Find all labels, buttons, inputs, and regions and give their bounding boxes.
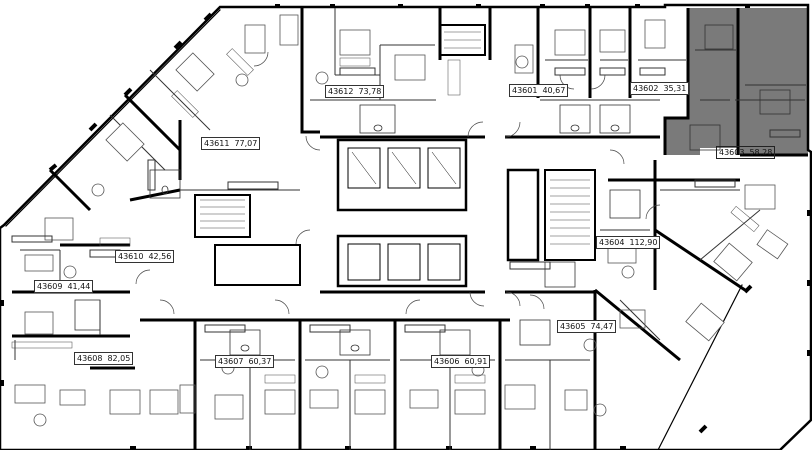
unit-label-43606[interactable]: 43606 60,91: [431, 355, 491, 368]
unit-label-43604[interactable]: 43604 112,90: [596, 236, 661, 249]
stair-treads: [200, 31, 590, 245]
unit-area: 73,78: [358, 86, 382, 96]
unit-area: 35,31: [663, 83, 687, 93]
unit-label-43603[interactable]: 43603 58,28: [716, 146, 776, 159]
bathrooms: [74, 104, 721, 356]
unit-number: 43609: [37, 281, 63, 291]
unit-number: 43608: [77, 353, 103, 363]
unit-area: 60,91: [464, 356, 488, 366]
unit-number: 43602: [633, 83, 659, 93]
furniture-beds: [24, 24, 791, 420]
unit-area: 58,28: [749, 147, 773, 157]
unit-label-43612[interactable]: 43612 73,78: [325, 85, 385, 98]
building-core: [194, 24, 596, 288]
unit-number: 43604: [599, 237, 625, 247]
unit-area: 112,90: [629, 237, 658, 247]
interior-partitions: [14, 8, 806, 450]
unit-number: 43607: [218, 356, 244, 366]
unit-label-43601[interactable]: 43601 40,67: [509, 84, 569, 97]
unit-number: 43612: [328, 86, 354, 96]
unit-number: 43611: [204, 138, 230, 148]
unit-number: 43606: [434, 356, 460, 366]
unit-label-43605[interactable]: 43605 74,47: [557, 320, 617, 333]
unit-number: 43601: [512, 85, 538, 95]
unit-label-43607[interactable]: 43607 60,37: [215, 355, 275, 368]
unit-number: 43610: [118, 251, 144, 261]
unit-label-43610[interactable]: 43610 42,56: [115, 250, 175, 263]
furniture-sofas: [14, 14, 789, 414]
unit-label-43602[interactable]: 43602 35,31: [630, 82, 690, 95]
unit-area: 40,67: [542, 85, 566, 95]
unit-label-43609[interactable]: 43609 41,44: [34, 280, 94, 293]
unit-area: 82,05: [107, 353, 131, 363]
unit-label-43611[interactable]: 43611 77,07: [201, 137, 261, 150]
unit-area: 41,44: [67, 281, 91, 291]
wardrobes: [11, 48, 760, 384]
door-swings: [135, 51, 661, 315]
unit-number: 43603: [719, 147, 745, 157]
unit-area: 42,56: [148, 251, 172, 261]
unit-label-43608[interactable]: 43608 82,05: [74, 352, 134, 365]
furniture-tables: [33, 55, 635, 427]
unit-area: 74,47: [590, 321, 614, 331]
unit-area: 77,07: [234, 138, 258, 148]
unit-area: 60,37: [248, 356, 272, 366]
kitchen-counters: [11, 67, 801, 333]
unit-number: 43605: [560, 321, 586, 331]
